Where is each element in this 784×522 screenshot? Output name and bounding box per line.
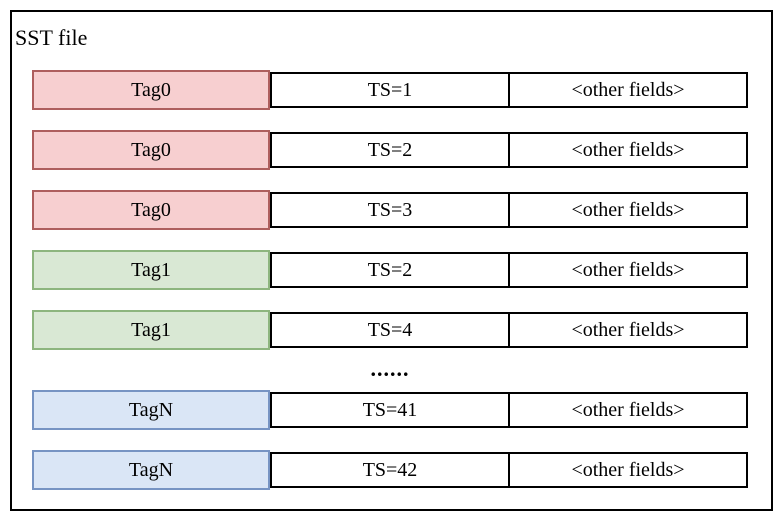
timestamp-cell: TS=3 — [270, 192, 510, 228]
other-fields-cell: <other fields> — [508, 72, 748, 108]
timestamp-cell: TS=2 — [270, 132, 510, 168]
tag-cell: Tag0 — [32, 70, 270, 110]
other-fields-cell: <other fields> — [508, 252, 748, 288]
timestamp-cell: TS=4 — [270, 312, 510, 348]
ellipsis-separator: ...... — [370, 356, 410, 381]
timestamp-cell: TS=42 — [270, 452, 510, 488]
sst-file-title: SST file — [15, 25, 88, 50]
tag-cell: TagN — [32, 390, 270, 430]
tag-cell: TagN — [32, 450, 270, 490]
timestamp-cell: TS=41 — [270, 392, 510, 428]
timestamp-cell: TS=1 — [270, 72, 510, 108]
tag-cell: Tag1 — [32, 310, 270, 350]
other-fields-cell: <other fields> — [508, 452, 748, 488]
tag-cell: Tag1 — [32, 250, 270, 290]
tag-cell: Tag0 — [32, 130, 270, 170]
other-fields-cell: <other fields> — [508, 132, 748, 168]
other-fields-cell: <other fields> — [508, 192, 748, 228]
other-fields-cell: <other fields> — [508, 312, 748, 348]
other-fields-cell: <other fields> — [508, 392, 748, 428]
tag-cell: Tag0 — [32, 190, 270, 230]
timestamp-cell: TS=2 — [270, 252, 510, 288]
